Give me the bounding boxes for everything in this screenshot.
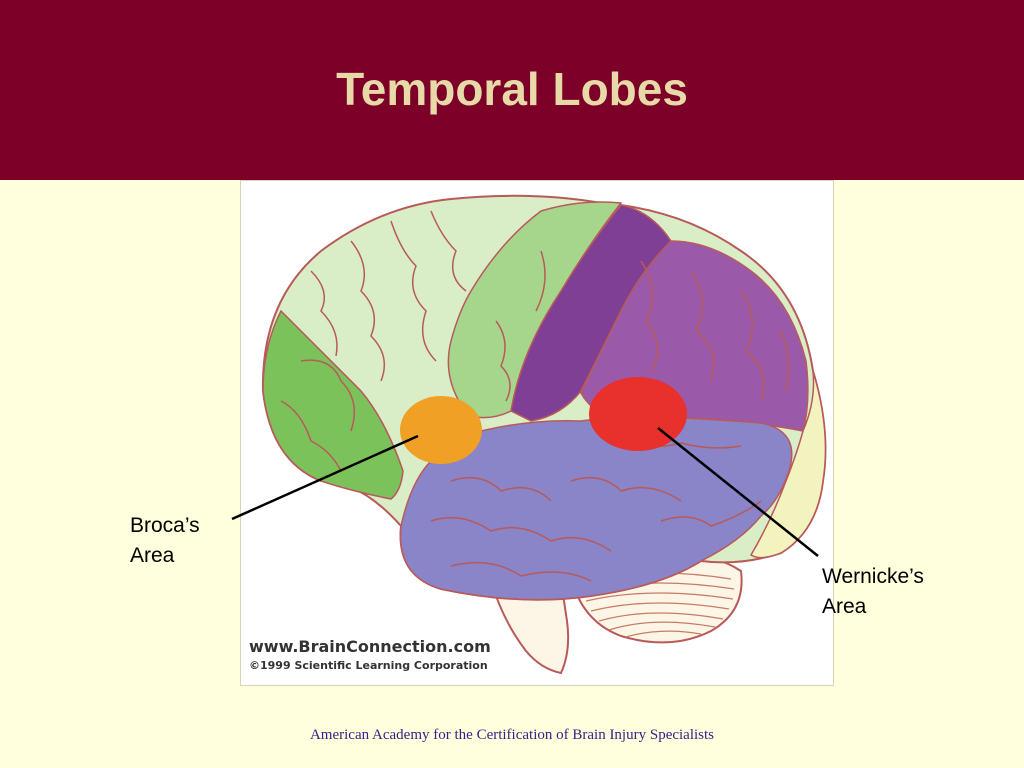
figure-credit-copyright: ©1999 Scientific Learning Corporation — [249, 659, 488, 672]
slide-footer: American Academy for the Certification o… — [309, 727, 715, 743]
brain-figure: www.BrainConnection.com ©1999 Scientific… — [240, 180, 834, 686]
wernicke-label-line2: Area — [822, 595, 867, 618]
broca-area-marker — [400, 396, 482, 464]
brain-stem — [489, 580, 570, 675]
broca-label-line1: Broca’s — [130, 514, 200, 537]
parietal-dark-region — [510, 204, 672, 422]
wernicke-area-marker — [589, 377, 687, 451]
broca-label-line2: Area — [130, 544, 175, 567]
wernicke-label-line1: Wernicke’s — [822, 565, 924, 588]
wernicke-label: Wernicke’s Area — [822, 562, 924, 622]
broca-label: Broca’s Area — [130, 511, 200, 571]
slide-title: Temporal Lobes — [336, 63, 688, 115]
title-bar: Temporal Lobes — [0, 0, 1024, 180]
brain-illustration — [261, 194, 827, 675]
figure-credit-url: www.BrainConnection.com — [249, 637, 491, 656]
